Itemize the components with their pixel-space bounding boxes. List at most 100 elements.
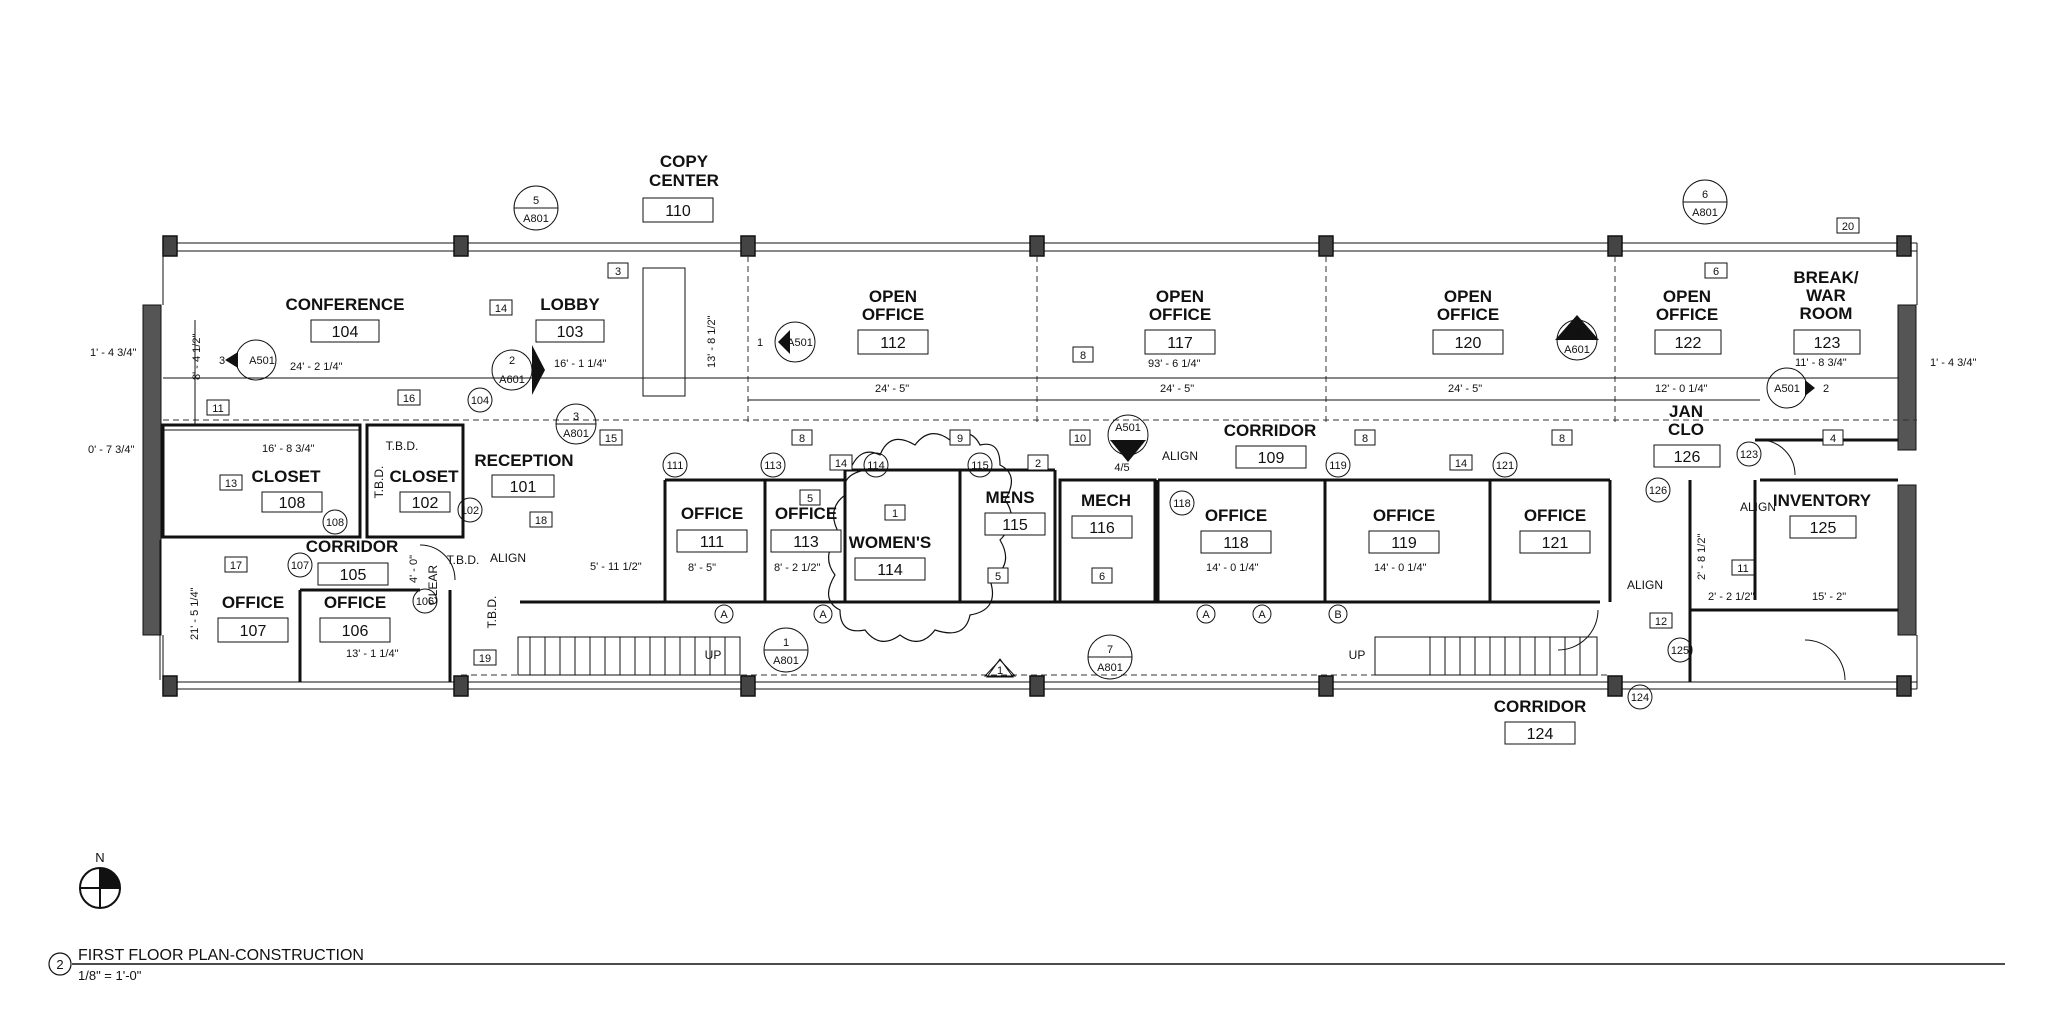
room-name-closet-102: CLOSET bbox=[390, 467, 460, 486]
note-align-3: ALIGN bbox=[1627, 578, 1663, 592]
room-name-office-119: OFFICE bbox=[1373, 506, 1435, 525]
keynote-tag: 20 bbox=[1842, 221, 1854, 233]
dim-18: 5' - 11 1/2" bbox=[590, 561, 642, 573]
keynote-tags: 3 14 16 11 13 17 19 18 15 14 5 9 10 2 1 … bbox=[206, 217, 1860, 666]
revision-tag: 1 bbox=[983, 658, 1017, 678]
room-number-103: 103 bbox=[557, 324, 584, 341]
keynote-tag: 17 bbox=[230, 560, 242, 572]
room-name-open-office-122-2: OFFICE bbox=[1656, 305, 1718, 324]
keynote-tag: 16 bbox=[403, 393, 415, 405]
keynote-tag: 4 bbox=[1830, 433, 1836, 445]
interior-walls bbox=[161, 267, 1898, 682]
note-align-4: ALIGN bbox=[1740, 500, 1776, 514]
svg-text:A501: A501 bbox=[249, 355, 275, 367]
keynote-tag: 14 bbox=[835, 458, 847, 470]
grid-a-4: A bbox=[1258, 609, 1266, 621]
note-tbd-3: T.B.D. bbox=[372, 466, 386, 499]
dim-15: 21' - 5 1/4" bbox=[189, 587, 201, 640]
dim-10: 12' - 0 1/4" bbox=[1655, 383, 1708, 395]
svg-text:A801: A801 bbox=[1097, 662, 1123, 674]
dim-1: 1' - 4 3/4" bbox=[90, 347, 136, 359]
room-name-copy-center-2: CENTER bbox=[649, 171, 719, 190]
room-name-open-office-120-2: OFFICE bbox=[1437, 305, 1499, 324]
room-name-break-3: ROOM bbox=[1800, 304, 1853, 323]
room-name-office-113: OFFICE bbox=[775, 504, 837, 523]
room-name-mech: MECH bbox=[1081, 491, 1131, 510]
room-number-124: 124 bbox=[1527, 726, 1554, 743]
svg-text:A501: A501 bbox=[1774, 383, 1800, 395]
door-tag: 123 bbox=[1740, 449, 1758, 461]
grid-a-3: A bbox=[1202, 609, 1210, 621]
keynote-tag: 11 bbox=[212, 403, 223, 415]
dim-13: 0' - 7 3/4" bbox=[88, 444, 134, 456]
room-name-inventory: INVENTORY bbox=[1773, 491, 1872, 510]
keynote-tag: 8 bbox=[1559, 433, 1565, 445]
door-tag: 102 bbox=[461, 505, 479, 517]
note-align-2: ALIGN bbox=[490, 551, 526, 565]
room-name-open-office-112-2: OFFICE bbox=[862, 305, 924, 324]
svg-text:6: 6 bbox=[1702, 189, 1708, 201]
room-name-jan-clo-2: CLO bbox=[1668, 420, 1704, 439]
room-number-126: 126 bbox=[1674, 449, 1701, 466]
dim-8: 24' - 5" bbox=[1160, 383, 1194, 395]
room-name-womens: WOMEN'S bbox=[849, 533, 931, 552]
svg-text:A801: A801 bbox=[523, 213, 549, 225]
svg-text:A501: A501 bbox=[1115, 422, 1141, 434]
room-number-116: 116 bbox=[1089, 520, 1115, 537]
door-tag: 125 bbox=[1671, 645, 1689, 657]
room-number-110: 110 bbox=[665, 203, 691, 220]
dim-24: 2' - 2 1/2" bbox=[1708, 591, 1754, 603]
room-name-office-107: OFFICE bbox=[222, 593, 284, 612]
room-name-closet-108: CLOSET bbox=[252, 467, 322, 486]
door-tag: 108 bbox=[326, 517, 344, 529]
dimension-labels: 1' - 4 3/4" 8' - 4 1/2" 24' - 2 1/4" 16'… bbox=[88, 315, 1976, 660]
keynote-tag: 6 bbox=[1713, 266, 1719, 278]
door-tag: 118 bbox=[1173, 498, 1191, 510]
dim-19: 8' - 5" bbox=[688, 562, 716, 574]
room-number-119: 119 bbox=[1391, 535, 1417, 552]
room-number-122: 122 bbox=[1675, 335, 1702, 352]
svg-text:3: 3 bbox=[219, 355, 225, 367]
keynote-tag: 6 bbox=[1099, 571, 1105, 583]
door-tag: 126 bbox=[1649, 485, 1667, 497]
view-number: 2 bbox=[56, 957, 63, 972]
keynote-tag: 8 bbox=[1362, 433, 1368, 445]
svg-text:N: N bbox=[95, 850, 104, 865]
door-tags: 104 102 108 107 106 111 113 114 115 118 … bbox=[287, 387, 1762, 710]
dim-5: 13' - 8 1/2" bbox=[706, 315, 718, 368]
note-tbd-2: T.B.D. bbox=[447, 553, 480, 567]
room-number-117: 117 bbox=[1167, 335, 1193, 352]
svg-text:A801: A801 bbox=[1692, 207, 1718, 219]
keynote-tag: 13 bbox=[225, 478, 237, 490]
svg-text:A601: A601 bbox=[1564, 344, 1590, 356]
dim-21: 14' - 0 1/4" bbox=[1206, 562, 1259, 574]
dim-25: 15' - 2" bbox=[1812, 591, 1846, 603]
dim-12: 1' - 4 3/4" bbox=[1930, 357, 1976, 369]
dim-16: 4' - 0" bbox=[408, 555, 420, 583]
room-name-open-office-117-2: OFFICE bbox=[1149, 305, 1211, 324]
room-number-115: 115 bbox=[1002, 517, 1028, 534]
door-tag: 113 bbox=[764, 460, 782, 472]
svg-text:A501: A501 bbox=[787, 337, 813, 349]
room-number-106: 106 bbox=[342, 623, 369, 640]
room-number-125: 125 bbox=[1810, 520, 1837, 537]
keynote-tag: 5 bbox=[995, 571, 1001, 583]
dim-3: 24' - 2 1/4" bbox=[290, 361, 343, 373]
room-number-113: 113 bbox=[793, 534, 819, 551]
room-number-104: 104 bbox=[332, 324, 359, 341]
keynote-tag: 18 bbox=[535, 515, 547, 527]
dim-9: 24' - 5" bbox=[1448, 383, 1482, 395]
grid-a-1: A bbox=[720, 609, 728, 621]
room-number-101: 101 bbox=[510, 479, 537, 496]
dim-23: 2' - 8 1/2" bbox=[1696, 534, 1708, 580]
room-name-office-121: OFFICE bbox=[1524, 506, 1586, 525]
room-number-123: 123 bbox=[1814, 335, 1841, 352]
